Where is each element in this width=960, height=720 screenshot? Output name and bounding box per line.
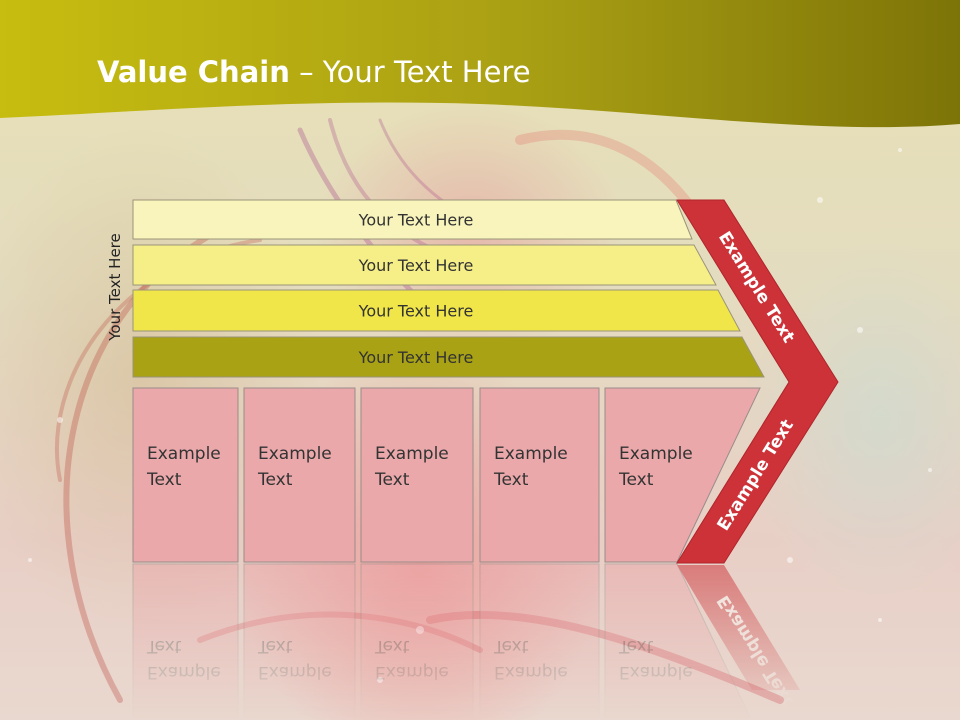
- band-3: [132, 289, 741, 332]
- column-1: [132, 387, 239, 563]
- column-5-reflection: [604, 563, 752, 720]
- title-rest: – Your Text Here: [289, 55, 531, 89]
- slide-title: Value Chain – Your Text Here: [97, 55, 531, 89]
- reflection: ExampleTextExampleTextExampleTextExample…: [132, 563, 800, 720]
- column-3-reflection-line2: Text: [374, 636, 410, 656]
- column-1-reflection-line1: Example: [147, 662, 221, 682]
- column-2-reflection: [243, 563, 356, 720]
- band-2-label: Your Text Here: [358, 256, 474, 275]
- column-2-reflection-line2: Text: [257, 636, 293, 656]
- column-1-reflection: [132, 563, 239, 720]
- band-4-label: Your Text Here: [358, 348, 474, 367]
- chevron-arrow: [676, 199, 839, 564]
- column-2: [243, 387, 356, 563]
- column-4-reflection-line2: Text: [493, 636, 529, 656]
- column-3-line1: Example: [375, 444, 449, 464]
- column-2-reflection-line1: Example: [258, 662, 332, 682]
- column-1-line2: Text: [146, 470, 182, 490]
- column-2-line2: Text: [257, 470, 293, 490]
- column-3-line2: Text: [374, 470, 410, 490]
- column-5-reflection-text: Example Text: [618, 636, 693, 682]
- band-3-label: Your Text Here: [358, 302, 474, 321]
- column-1-reflection-text: Example Text: [146, 636, 221, 682]
- column-5-reflection-line2: Text: [618, 636, 654, 656]
- column-5-line2: Text: [618, 470, 654, 490]
- column-4-reflection-line1: Example: [494, 662, 568, 682]
- column-3-reflection-line1: Example: [375, 662, 449, 682]
- column-2-line1: Example: [258, 444, 332, 464]
- column-5-reflection-line1: Example: [619, 662, 693, 682]
- column-4-reflection: [479, 563, 600, 720]
- chevron-reflection: [677, 565, 800, 690]
- column-3-reflection-text: Example Text: [374, 636, 449, 682]
- column-1-reflection-line2: Text: [146, 636, 182, 656]
- column-5: [604, 387, 761, 563]
- band-1-label: Your Text Here: [358, 211, 474, 230]
- band-1: [132, 199, 693, 240]
- column-2-reflection-text: Example Text: [257, 636, 332, 682]
- column-1-line1: Example: [147, 444, 221, 464]
- column-4-line1: Example: [494, 444, 568, 464]
- column-4-reflection-text: Example Text: [493, 636, 568, 682]
- column-4: [479, 387, 600, 563]
- title-bold: Value Chain: [97, 55, 290, 89]
- column-5-line1: Example: [619, 444, 693, 464]
- header-band: [0, 0, 960, 128]
- column-4-line2: Text: [493, 470, 529, 490]
- band-4: [132, 336, 765, 378]
- band-2: [132, 244, 717, 286]
- column-3-reflection: [360, 563, 474, 720]
- column-3: [360, 387, 474, 563]
